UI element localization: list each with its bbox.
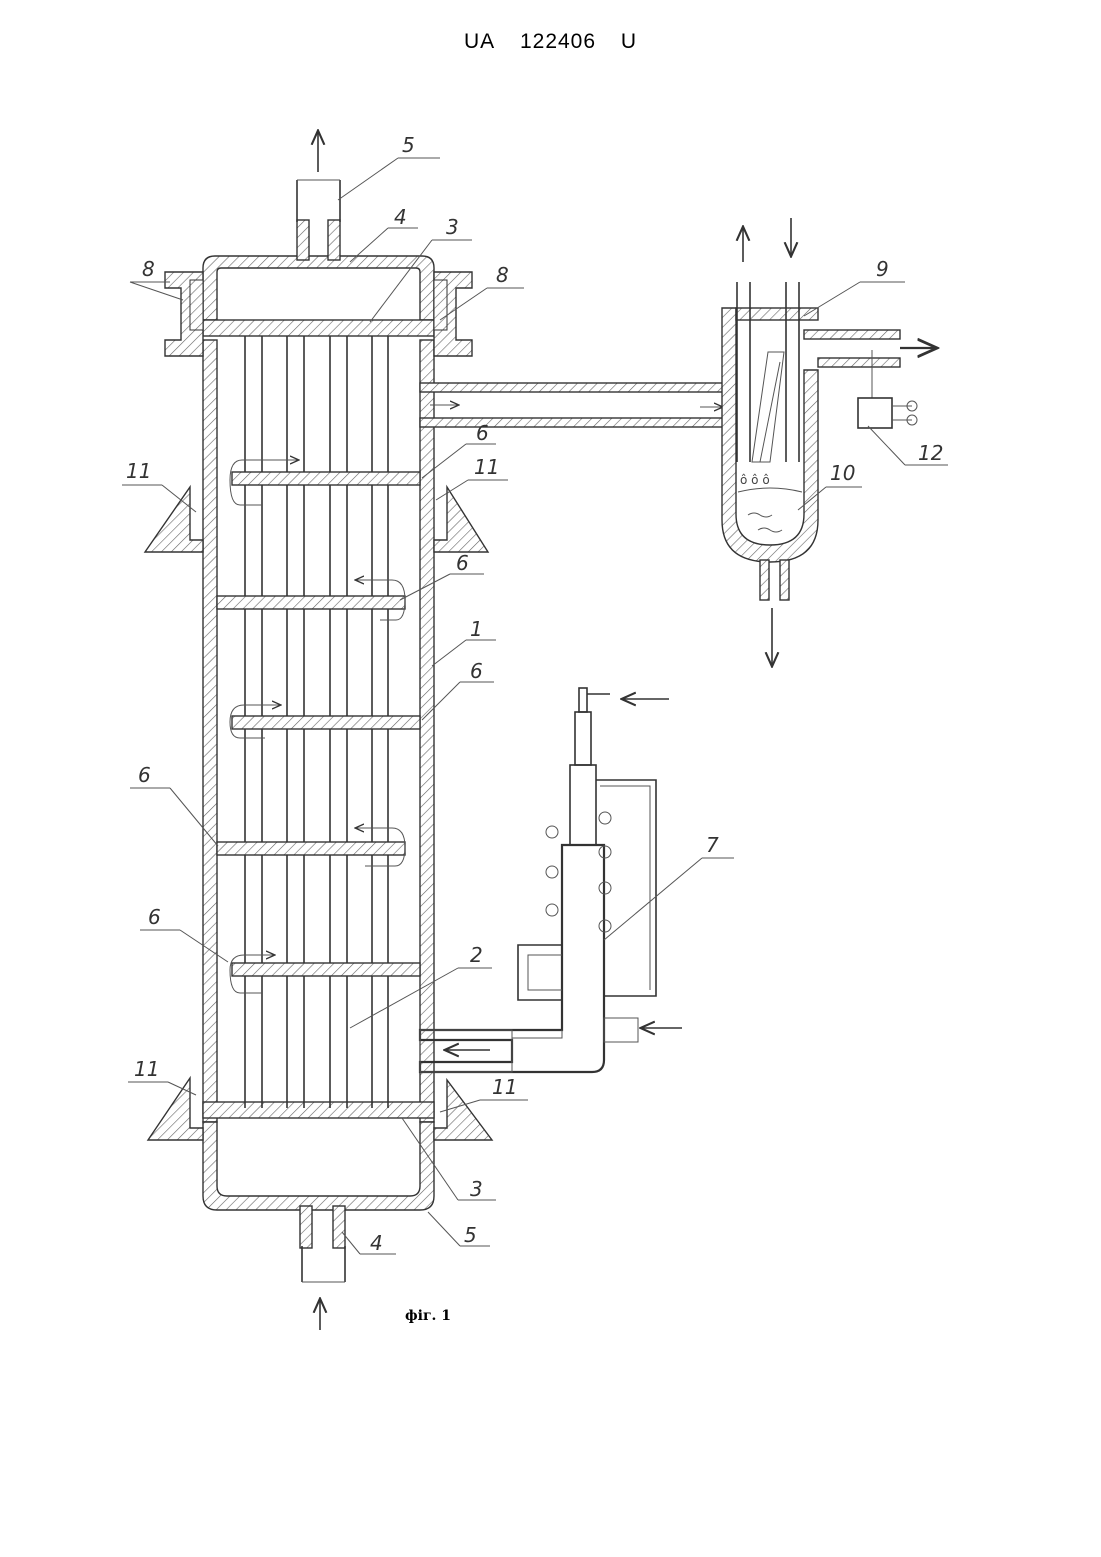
callout-4-bottom: 5 — [464, 1223, 477, 1247]
bottom-head — [203, 1102, 434, 1330]
separator-vessel: ô ô ô — [722, 218, 935, 665]
callout-3-top: 3 — [446, 215, 459, 239]
figure-caption: фіг. 1 — [405, 1308, 451, 1324]
callout-6-a: 6 — [476, 421, 489, 445]
callout-4-top: 4 — [394, 205, 407, 229]
callout-11-bottom-right: 11 — [492, 1075, 517, 1099]
callout-labels: 5 4 3 8 8 9 12 10 11 11 6 6 1 6 6 6 7 2 … — [126, 133, 943, 1255]
callout-6-d: 6 — [138, 763, 151, 787]
baffles — [217, 472, 420, 976]
outlet-pipe-to-separator — [420, 383, 726, 427]
callout-6-c: 6 — [470, 659, 483, 683]
callout-6-b: 6 — [456, 551, 469, 575]
callout-8-left: 8 — [142, 257, 155, 281]
support-lugs — [145, 487, 492, 1140]
callout-7: 7 — [706, 833, 719, 857]
callout-11-top-left: 11 — [126, 459, 151, 483]
heater-unit — [420, 688, 682, 1072]
callout-5-bottom: 4 — [370, 1231, 383, 1255]
callout-11-top-right: 11 — [474, 455, 499, 479]
top-outlet-pipe — [297, 132, 340, 260]
callout-11-bottom-left: 11 — [134, 1057, 159, 1081]
callout-2: 2 — [470, 943, 483, 967]
callout-5-top: 5 — [402, 133, 415, 157]
svg-text:ô ô ô: ô ô ô — [740, 473, 770, 487]
callout-6-e: 6 — [148, 905, 161, 929]
callout-3-bottom: 3 — [470, 1177, 483, 1201]
callout-9: 9 — [876, 257, 889, 281]
callout-8-right: 8 — [496, 263, 509, 287]
callout-12: 12 — [918, 441, 943, 465]
callout-1: 1 — [470, 617, 483, 641]
vessel-shell — [203, 340, 434, 1122]
callout-10: 10 — [830, 461, 855, 485]
